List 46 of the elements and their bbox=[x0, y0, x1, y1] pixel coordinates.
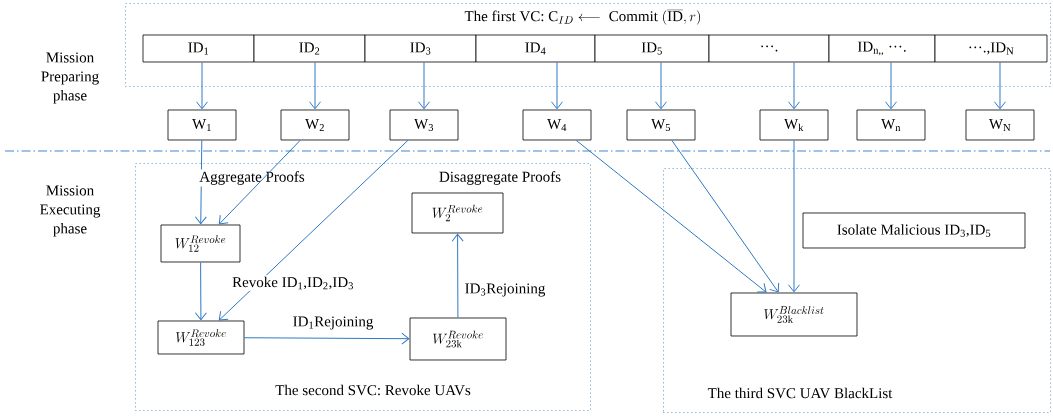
arrow bbox=[243, 332, 410, 345]
edge-label: Revoke ID$_{1}$,ID$_{2}$,ID$_{3}$ bbox=[232, 276, 353, 290]
process-box: W$_{4}$ bbox=[522, 109, 592, 141]
id-cell: ID$_{1}$ bbox=[142, 34, 255, 63]
arrow bbox=[194, 261, 207, 321]
process-box: W$_{n}$ bbox=[856, 109, 926, 141]
arrow bbox=[885, 61, 897, 110]
id-cell: ID$_{3}$ bbox=[364, 34, 477, 63]
process-box: $W^{Revoke}_{2}$ bbox=[411, 192, 504, 234]
arrow bbox=[309, 61, 321, 110]
edge-label: ID$_{1}$Rejoining bbox=[293, 316, 374, 330]
heading-text: Disaggregate Proofs bbox=[439, 171, 561, 185]
id-cell: ID$_{5}$ bbox=[594, 34, 710, 63]
id-cell: ID$_{4}$ bbox=[475, 34, 596, 63]
phase-label: Mission Preparing phase bbox=[41, 52, 99, 104]
arrow bbox=[788, 139, 800, 293]
process-box: W$_{3}$ bbox=[389, 109, 459, 141]
id-cell: ···. bbox=[708, 34, 830, 63]
id-cell: ···.,ID$_{N}$ bbox=[934, 34, 1048, 63]
arrow bbox=[994, 61, 1006, 110]
process-box: $W^{Revoke}_{23\mathrm{k}}$ bbox=[409, 317, 507, 361]
arrow bbox=[218, 139, 301, 225]
process-box: W$_{1}$ bbox=[167, 109, 237, 141]
arrow bbox=[788, 61, 800, 110]
process-box: $W^{Revoke}_{123}$ bbox=[157, 320, 245, 355]
arrow bbox=[655, 61, 667, 110]
arrow bbox=[194, 139, 207, 225]
process-box: $W^{Blacklist}_{23\mathrm{k}}$ bbox=[730, 292, 858, 337]
arrow bbox=[451, 233, 464, 319]
process-box: Isolate Malicious ID$_{3}$,ID$_{5}$ bbox=[802, 212, 1026, 249]
process-box: W$_{2}$ bbox=[280, 109, 350, 141]
arrow bbox=[551, 61, 563, 110]
phase-label: Mission Executing phase bbox=[40, 185, 101, 237]
process-box: W$_{N}$ bbox=[965, 109, 1035, 141]
arrow bbox=[575, 139, 767, 293]
arrow bbox=[671, 139, 780, 293]
id-cell: ID$_{n,,}$ ···. bbox=[828, 34, 936, 63]
id-cell: ID$_{2}$ bbox=[253, 34, 366, 63]
process-box: $W^{Revoke}_{12}$ bbox=[160, 224, 241, 263]
arrow bbox=[418, 61, 430, 110]
edge-label: Aggregate Proofs bbox=[199, 171, 305, 185]
arrow bbox=[218, 139, 409, 321]
edge-label: ID$_{3}$Rejoining bbox=[465, 283, 546, 297]
arrow bbox=[196, 61, 208, 110]
process-box: W$_{5}$ bbox=[626, 109, 696, 141]
process-box: W$_{k}$ bbox=[759, 109, 829, 141]
